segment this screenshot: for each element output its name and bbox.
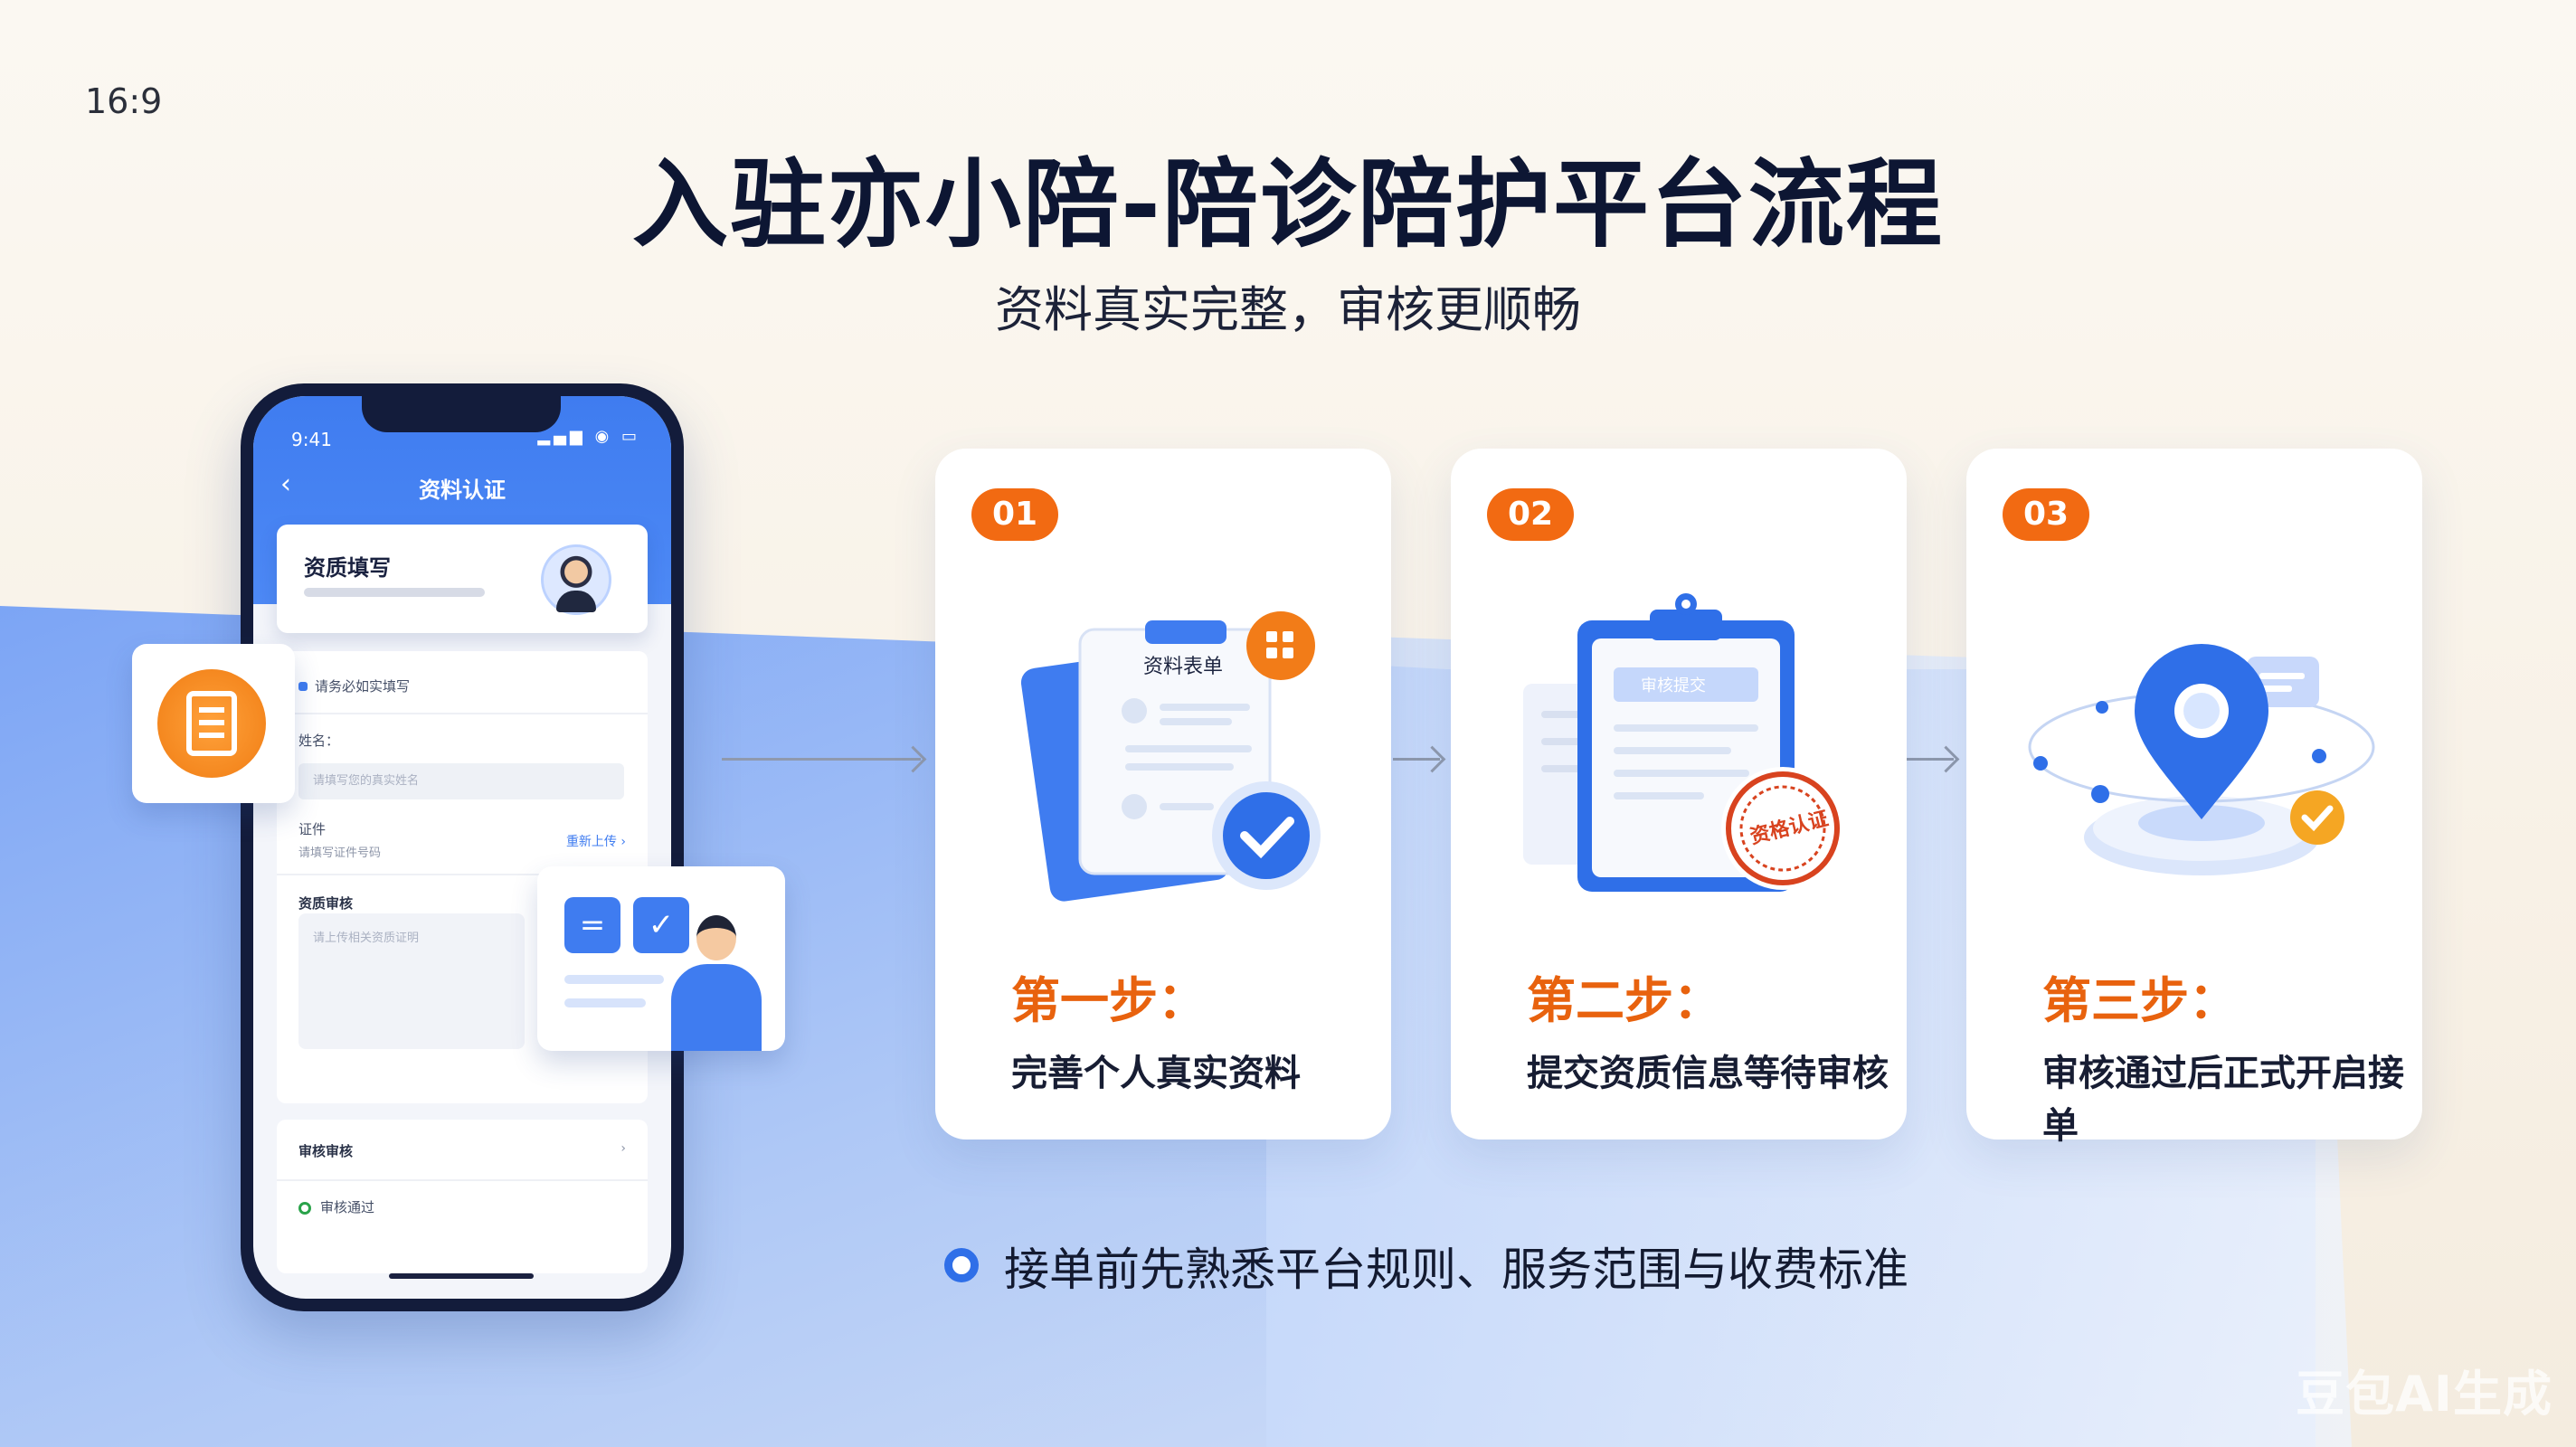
review-title: 审核审核 xyxy=(298,1143,354,1159)
page-title: 入驻亦小陪-陪诊陪护平台流程 xyxy=(632,149,1944,260)
bottom-note: 接单前先熟悉平台规则、服务范围与收费标准 xyxy=(1004,1244,1908,1296)
id-label: 证件 xyxy=(298,821,327,837)
phone-screen: 9:41 ▂▄▆ ◉ ▭ ‹ 资料认证 资质填写 请务必如实填写 姓名： 请填写… xyxy=(253,396,671,1299)
arrow-right-icon xyxy=(722,758,921,761)
profile-subtext xyxy=(304,588,485,597)
watermark: 豆包AI生成 xyxy=(2296,1366,2552,1423)
home-indicator xyxy=(389,1273,534,1279)
upload-placeholder: 请上传相关资质证明 xyxy=(313,932,420,945)
step-badge: 01 xyxy=(971,488,1058,541)
step-badge: 02 xyxy=(1487,488,1574,541)
step-card-2: 02 审核提交 资格认证 第二步： 提交资质信息等待审核 xyxy=(1451,449,1907,1140)
check-icon: ✓ xyxy=(633,897,689,953)
list-icon: = xyxy=(564,897,620,953)
bullet-icon xyxy=(298,682,308,691)
name-label: 姓名： xyxy=(298,733,340,749)
status-dot-icon xyxy=(298,1201,311,1215)
step-badge: 03 xyxy=(2003,488,2089,541)
placeholder-line xyxy=(564,975,664,984)
location-pin-illustration xyxy=(2028,644,2375,875)
review-block: 审核审核 › 审核通过 xyxy=(277,1120,648,1273)
clipboard-illustration-label: 审核提交 xyxy=(1641,676,1706,695)
section-title: 资质审核 xyxy=(298,895,354,912)
name-input[interactable] xyxy=(298,763,624,799)
arrow-right-icon xyxy=(1393,758,1440,761)
phone-mockup: 9:41 ▂▄▆ ◉ ▭ ‹ 资料认证 资质填写 请务必如实填写 姓名： 请填写… xyxy=(241,383,684,1311)
reupload-link[interactable]: 重新上传 › xyxy=(565,835,626,849)
document-glyph xyxy=(186,691,237,756)
id-subtext: 请填写证件号码 xyxy=(298,846,382,860)
step-card-1: 01 资料表单 第一步： 完善个人真实资料 xyxy=(935,449,1391,1140)
placeholder-line xyxy=(564,998,646,1007)
person-illustration xyxy=(658,897,767,1051)
step-title: 第一步： xyxy=(1011,972,1207,1029)
divider xyxy=(277,713,648,714)
name-placeholder: 请填写您的真实姓名 xyxy=(313,774,420,788)
form-note-text: 请务必如实填写 xyxy=(315,678,411,695)
reupload-link-text: 重新上传 xyxy=(565,835,617,849)
status-time: 9:41 xyxy=(291,429,332,450)
step-title: 第二步： xyxy=(1527,972,1722,1029)
divider xyxy=(277,1179,648,1181)
back-icon[interactable]: ‹ xyxy=(280,468,291,500)
form-block: 请务必如实填写 姓名： 请填写您的真实姓名 证件 请填写证件号码 重新上传 › … xyxy=(277,651,648,1103)
review-status: 审核通过 xyxy=(298,1197,374,1216)
review-status-text: 审核通过 xyxy=(320,1199,375,1215)
profile-card: 资质填写 xyxy=(277,525,648,633)
page-subtitle: 资料真实完整，审核更顺畅 xyxy=(995,281,1581,338)
divider xyxy=(277,874,648,875)
step-description: 提交资质信息等待审核 xyxy=(1527,1053,1889,1094)
profile-title: 资质填写 xyxy=(304,555,391,581)
floating-document-card xyxy=(132,644,295,803)
bullet-icon xyxy=(944,1248,979,1282)
upload-area[interactable] xyxy=(298,913,525,1049)
step-title: 第三步： xyxy=(2042,972,2238,1029)
floating-person-card: = ✓ xyxy=(537,866,785,1051)
document-icon xyxy=(157,669,266,778)
form-note: 请务必如实填写 xyxy=(298,676,410,695)
signal-wifi-battery-icon: ▂▄▆ ◉ ▭ xyxy=(537,427,640,446)
phone-notch xyxy=(362,396,561,432)
avatar xyxy=(541,544,611,615)
form-illustration-label: 资料表单 xyxy=(1143,656,1223,678)
step-card-3: 03 第三步： 审核通过后正式开启接单 xyxy=(1966,449,2422,1147)
arrow-right-icon xyxy=(1907,758,1954,761)
aspect-ratio-label: 16:9 xyxy=(85,81,163,121)
screen-title: 资料认证 xyxy=(419,478,506,503)
clipboard-illustration: 审核提交 资格认证 xyxy=(1523,593,1844,892)
form-illustration: 资料表单 xyxy=(1020,611,1321,902)
step-description: 完善个人真实资料 xyxy=(1011,1053,1301,1094)
chevron-right-icon[interactable]: › xyxy=(620,1141,626,1156)
step-description: 审核通过后正式开启接单 xyxy=(2042,1053,2404,1147)
